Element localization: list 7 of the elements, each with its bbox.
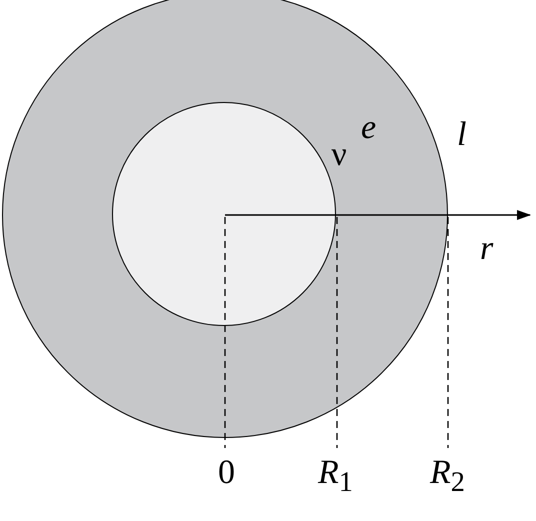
region-label: ν — [331, 138, 347, 172]
tick-label: 0 — [218, 456, 235, 490]
tick-label: R$_{2}$ — [430, 456, 465, 498]
axis-label: r — [480, 232, 494, 266]
region-label: l — [457, 118, 466, 152]
region-label: e — [361, 111, 376, 145]
tick-label: R$_{1}$ — [318, 456, 353, 498]
